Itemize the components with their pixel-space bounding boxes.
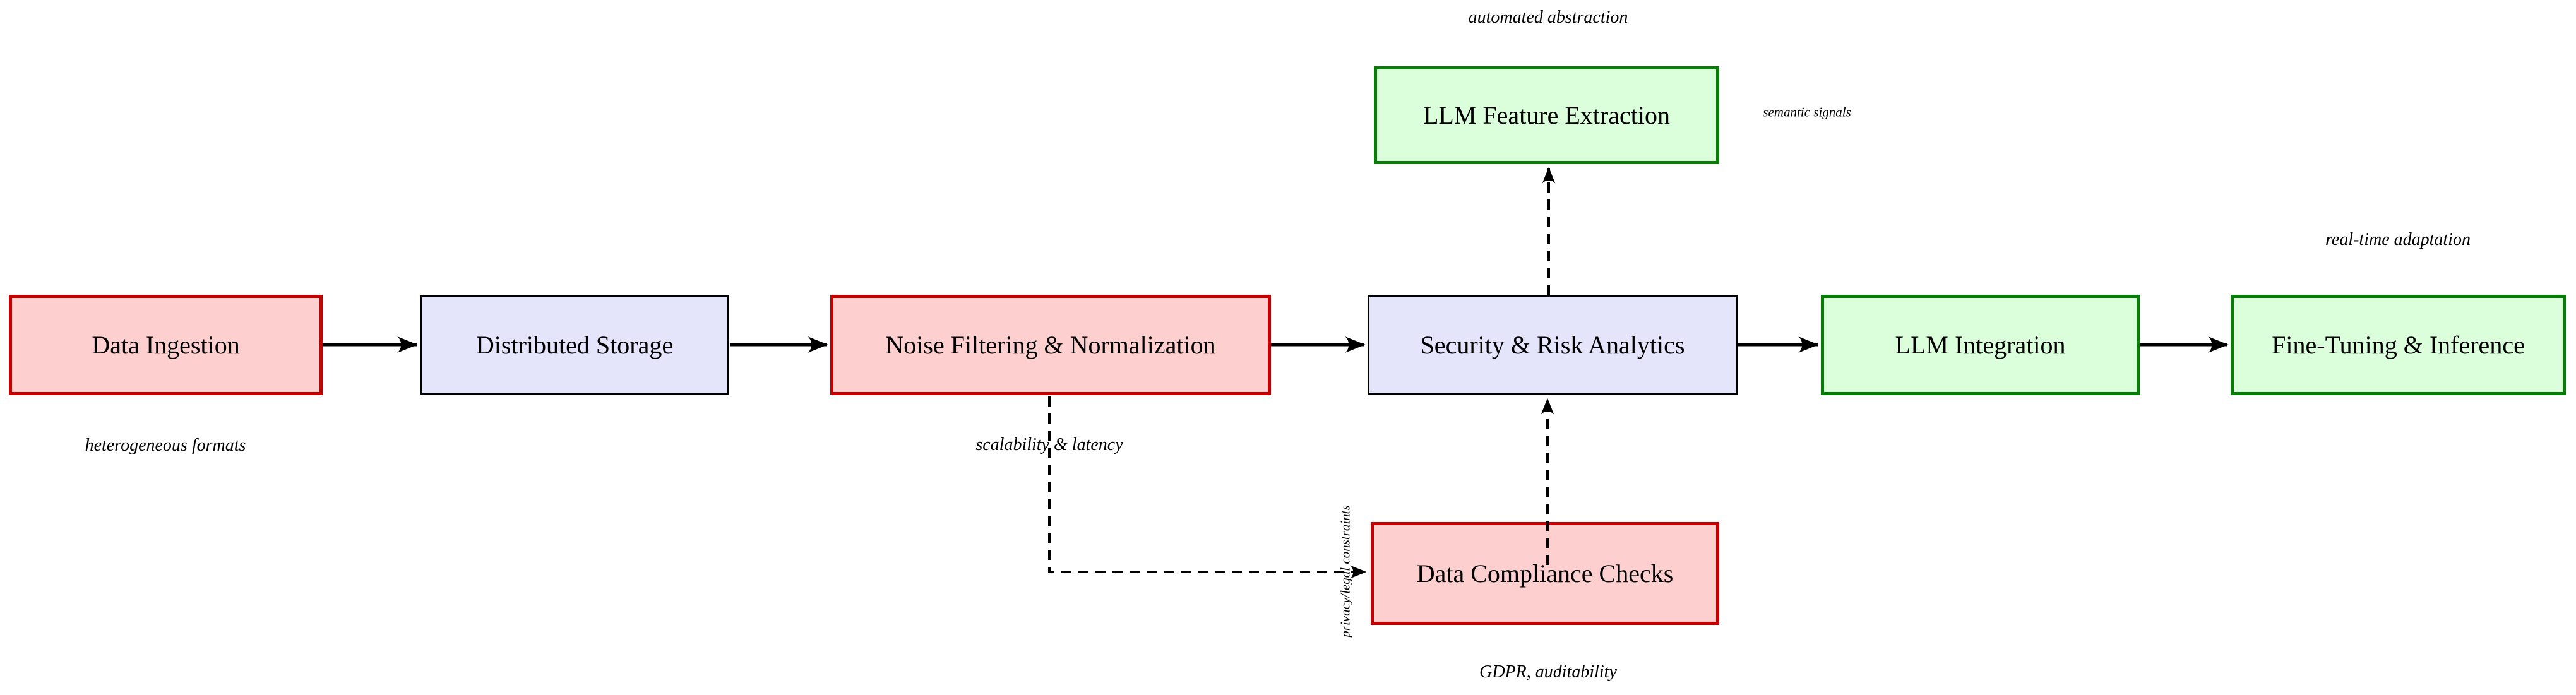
annotation-heterogeneous-formats: heterogeneous formats [85, 436, 246, 455]
node-security-risk: Security & Risk Analytics [1368, 295, 1738, 395]
arrow-noise-to-compliance [1048, 396, 1367, 579]
node-noise-filtering: Noise Filtering & Normalization [830, 295, 1271, 395]
node-distributed-storage: Distributed Storage [420, 295, 729, 395]
annotation-semantic-signals: semantic signals [1763, 104, 1851, 120]
node-data-compliance-checks: Data Compliance Checks [1371, 522, 1719, 625]
node-data-ingestion: Data Ingestion [9, 295, 323, 395]
node-fine-tuning-inference: Fine-Tuning & Inference [2231, 295, 2566, 395]
annotation-scalability-latency: scalability & latency [975, 435, 1123, 454]
node-llm-feature-extraction: LLM Feature Extraction [1374, 66, 1719, 164]
node-llm-integration: LLM Integration [1821, 295, 2140, 395]
annotation-automated-abstraction: automated abstraction [1468, 8, 1628, 27]
annotation-privacy-legal-constraints: privacy/legal constraints [1337, 505, 1353, 638]
annotation-gdpr-auditability: GDPR, auditability [1479, 662, 1617, 682]
annotation-real-time-adaptation: real-time adaptation [2325, 230, 2471, 249]
